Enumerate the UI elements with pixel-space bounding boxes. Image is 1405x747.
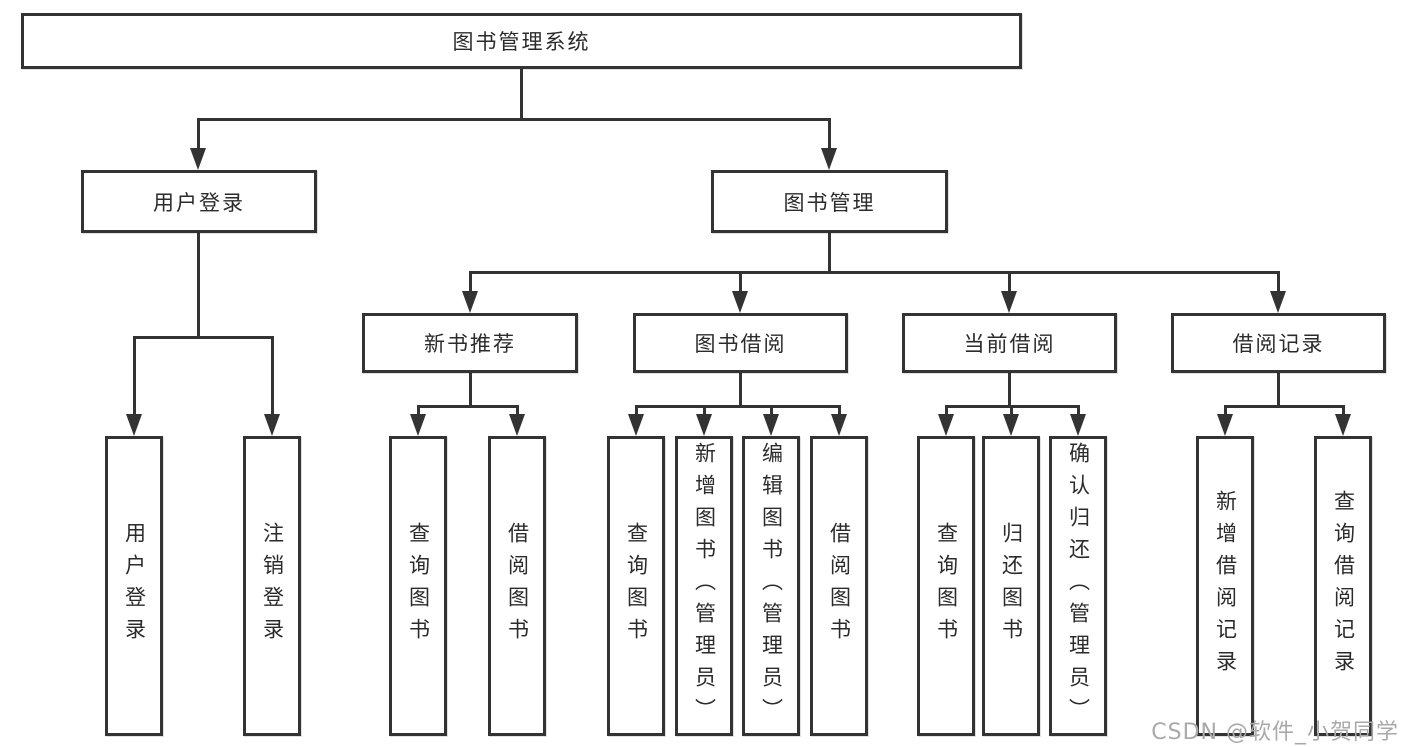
leaf-user-login-label: 用户登录 [122,522,147,650]
arrow-down-icon [831,414,847,436]
leaf-newbook-query-label: 查询图书 [406,522,431,650]
connector-borrowing-bar [635,405,841,408]
arrow-down-icon [696,414,712,436]
connector-root-bar [198,118,831,121]
connector-userlogin-bar [133,336,273,339]
connector-borrowing-drop-4 [838,405,841,419]
arrow-down-icon [763,414,779,436]
connector-borrowing-drop-2 [703,405,706,419]
leaf-newbook-query: 查询图书 [389,436,447,736]
arrow-down-icon [821,148,837,170]
leaf-current-query: 查询图书 [917,436,975,736]
arrow-down-icon [1003,414,1019,436]
leaf-current-confirm-admin-label: 确认归还（管理员） [1066,442,1091,730]
arrow-down-icon [190,148,206,170]
node-borrowing-records: 借阅记录 [1171,313,1386,373]
connector-records-drop-1 [1224,405,1227,419]
connector-root-drop-left [197,118,200,152]
leaf-borrow-query-label: 查询图书 [624,522,649,650]
connector-userlogin-drop-2 [271,336,274,418]
connector-current-drop-2 [1010,405,1013,419]
leaf-records-query-label: 查询借阅记录 [1331,490,1356,682]
leaf-logout: 注销登录 [243,436,301,736]
node-user-login-label: 用户登录 [153,190,245,215]
arrow-down-icon [1217,414,1233,436]
leaf-records-query: 查询借阅记录 [1314,436,1372,736]
leaf-borrow-add-admin-label: 新增图书（管理员） [692,442,717,730]
arrow-down-icon [462,291,478,313]
connector-current-stem [1008,373,1011,407]
leaf-records-add-label: 新增借阅记录 [1213,490,1238,682]
connector-records-stem [1277,373,1280,407]
leaf-borrow-query: 查询图书 [607,436,665,736]
connector-records-drop-2 [1342,405,1345,419]
csdn-watermark: CSDN @软件_小贺同学 [1151,720,1399,745]
arrow-down-icon [1335,414,1351,436]
connector-bookmgmt-drop-3 [1008,271,1011,295]
leaf-current-return-label: 归还图书 [999,522,1024,650]
connector-root-drop-right [828,118,831,152]
connector-current-drop-3 [1077,405,1080,419]
connector-bookmgmt-drop-4 [1277,271,1280,295]
leaf-borrow-borrow: 借阅图书 [810,436,868,736]
node-book-borrowing: 图书借阅 [633,313,848,373]
node-new-book-recommendation: 新书推荐 [362,313,578,373]
arrow-down-icon [126,414,142,436]
node-borrowing-records-label: 借阅记录 [1232,332,1325,356]
connector-newbook-drop-1 [417,405,420,419]
arrow-down-icon [509,414,525,436]
connector-borrowing-drop-3 [770,405,773,419]
arrow-down-icon [628,414,644,436]
leaf-borrow-borrow-label: 借阅图书 [827,522,852,650]
connector-userlogin-stem [197,233,200,338]
leaf-borrow-add-admin: 新增图书（管理员） [675,436,733,736]
arrow-down-icon [938,414,954,436]
connector-borrowing-drop-1 [635,405,638,419]
node-current-borrowing-label: 当前借阅 [963,332,1056,356]
connector-bookmgmt-bar [469,271,1280,274]
connector-bookmgmt-stem [828,233,831,273]
leaf-records-add: 新增借阅记录 [1196,436,1254,736]
connector-newbook-stem [469,373,472,407]
node-root-label: 图书管理系统 [452,30,591,54]
arrow-down-icon [1070,414,1086,436]
arrow-down-icon [410,414,426,436]
leaf-newbook-borrow: 借阅图书 [488,436,546,736]
connector-borrowing-stem [739,373,742,407]
connector-current-drop-1 [945,405,948,419]
node-current-borrowing: 当前借阅 [902,313,1117,373]
connector-bookmgmt-drop-2 [739,271,742,295]
connector-userlogin-drop-1 [133,336,136,418]
leaf-borrow-edit-admin-label: 编辑图书（管理员） [759,442,784,730]
leaf-borrow-edit-admin: 编辑图书（管理员） [742,436,800,736]
connector-root-stem [520,69,523,118]
arrow-down-icon [1001,291,1017,313]
node-root: 图书管理系统 [21,13,1022,69]
node-user-login: 用户登录 [81,170,317,233]
leaf-user-login: 用户登录 [105,436,163,736]
leaf-current-query-label: 查询图书 [934,522,959,650]
node-book-management: 图书管理 [711,170,948,233]
node-book-management-label: 图书管理 [783,190,876,215]
arrow-down-icon [732,291,748,313]
leaf-current-return: 归还图书 [982,436,1040,736]
connector-records-bar [1224,405,1345,408]
node-book-borrowing-label: 图书借阅 [694,332,787,356]
connector-newbook-bar [417,405,519,408]
leaf-logout-label: 注销登录 [260,522,285,650]
arrow-down-icon [1270,291,1286,313]
connector-bookmgmt-drop-1 [469,271,472,295]
leaf-current-confirm-admin: 确认归还（管理员） [1049,436,1107,736]
arrow-down-icon [264,414,280,436]
node-new-book-recommendation-label: 新书推荐 [424,332,516,356]
connector-newbook-drop-2 [516,405,519,419]
leaf-newbook-borrow-label: 借阅图书 [505,522,530,650]
